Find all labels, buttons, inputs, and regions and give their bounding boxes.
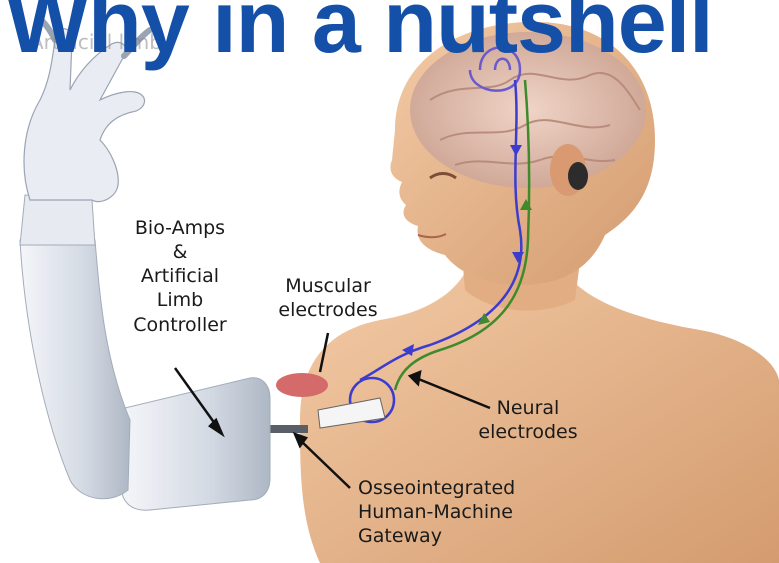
label-muscular-electrodes: Muscular electrodes xyxy=(268,274,388,322)
prosthetic-forearm xyxy=(20,240,130,499)
label-osseointegrated-gateway: Osseointegrated Human-Machine Gateway xyxy=(358,476,558,548)
prosthetic-wrist xyxy=(20,195,95,245)
muscle xyxy=(276,373,328,397)
label-neural-electrodes: Neural electrodes xyxy=(468,396,588,444)
label-bio-amps: Bio-Amps & Artificial Limb Controller xyxy=(115,216,245,337)
slide-title: Why in a nutshell xyxy=(6,0,713,66)
